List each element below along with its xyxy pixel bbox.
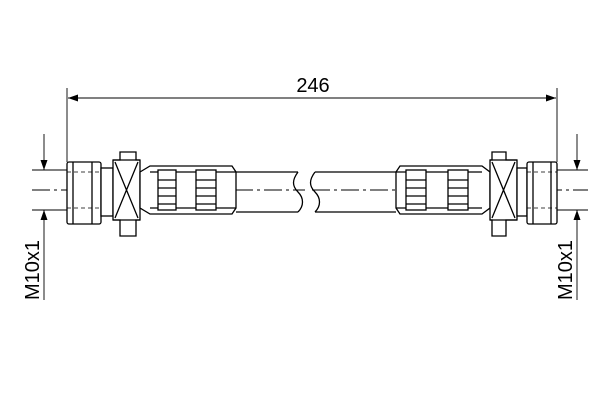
right-thread-label: M10x1 [555, 240, 577, 300]
right-collar [516, 167, 528, 217]
left-thread-dimension: M10x1 [22, 134, 68, 300]
left-fitting [66, 151, 237, 237]
hose-break-left [292, 171, 304, 213]
right-thread-dimension: M10x1 [555, 134, 588, 300]
hose-break-right [309, 171, 321, 213]
dimension-value: 246 [296, 75, 329, 97]
left-hex-body [112, 151, 141, 237]
left-crimp-sleeve [139, 165, 237, 215]
left-nut-body [66, 161, 102, 225]
left-thread-label: M10x1 [22, 240, 44, 300]
length-dimension: 246 [66, 75, 558, 162]
left-collar [100, 167, 114, 217]
right-hex-cross [491, 161, 516, 219]
right-nut-body [526, 161, 558, 225]
left-hex-cross [114, 161, 139, 219]
hose [236, 171, 396, 213]
right-hex-body [489, 151, 518, 237]
right-fitting [395, 151, 558, 237]
